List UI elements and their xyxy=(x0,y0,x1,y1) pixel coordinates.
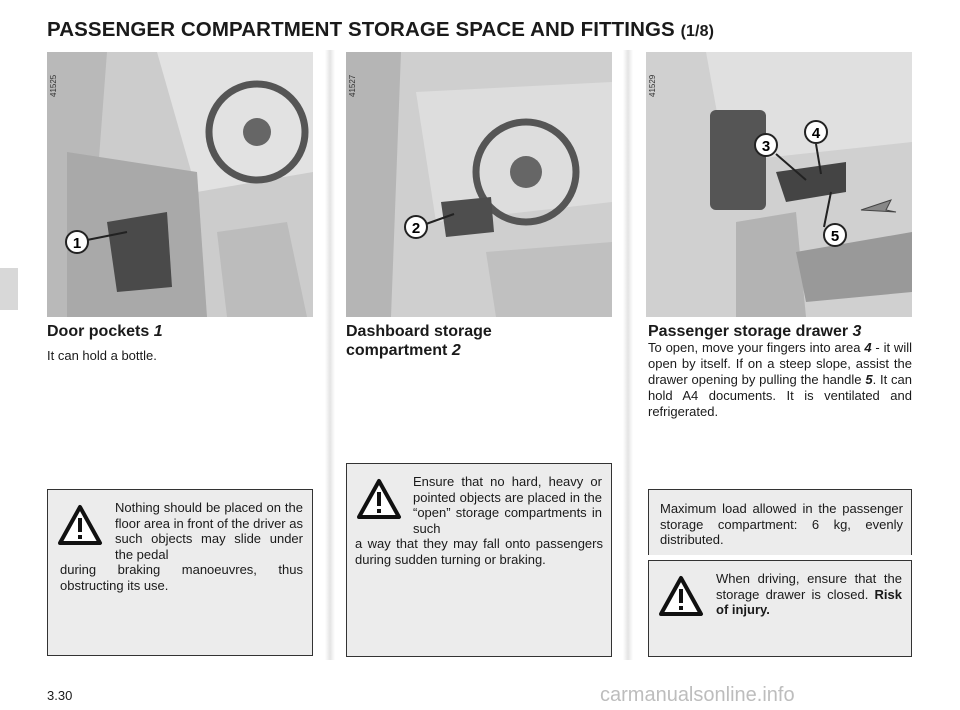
warning-box-drawer: When driving, ensure that the storage dr… xyxy=(648,560,912,657)
warning-triangle-icon xyxy=(58,505,102,545)
heading-passenger-drawer: Passenger storage drawer 3 xyxy=(648,323,862,340)
callout-3: 3 xyxy=(762,138,770,155)
door-pockets-text: It can hold a bottle. xyxy=(47,348,157,363)
warning-open-storage-lead: Ensure that no hard, heavy or pointed ob… xyxy=(413,474,602,536)
page-title: PASSENGER COMPARTMENT STORAGE SPACE AND … xyxy=(47,18,714,42)
column-gutter-right xyxy=(623,50,633,660)
callout-1: 1 xyxy=(73,235,81,252)
warning-box-open-storage: Ensure that no hard, heavy or pointed ob… xyxy=(346,463,612,657)
ref-handle-5: 5 xyxy=(865,372,873,387)
callout-4: 4 xyxy=(812,125,821,142)
warning-floor-lead: Nothing should be placed on the floor ar… xyxy=(115,500,303,562)
watermark: carmanualsonline.info xyxy=(600,684,795,706)
warning-triangle-icon xyxy=(357,479,401,519)
figure-door-pocket: 41525 1 xyxy=(47,52,313,317)
column-gutter-left xyxy=(325,50,335,660)
warning-triangle-icon xyxy=(659,576,703,616)
ref-area-4: 4 xyxy=(864,340,872,355)
load-note-box: Maximum load allowed in the pas­senger s… xyxy=(648,489,912,555)
warning-open-storage-tail: a way that they may fall onto pas­senger… xyxy=(355,536,603,567)
title-main: PASSENGER COMPARTMENT STORAGE SPACE AND … xyxy=(47,18,675,41)
callout-2: 2 xyxy=(412,220,420,237)
risk-of-injury: Risk of injury. xyxy=(716,586,902,618)
page-number: 3.30 xyxy=(47,688,73,703)
section-tab xyxy=(0,268,18,310)
heading-door-pockets: Door pockets 1 xyxy=(47,323,163,340)
passenger-drawer-text: To open, move your fingers into area 4 -… xyxy=(648,340,912,419)
warning-drawer-text: When driving, ensure that the storage dr… xyxy=(716,571,902,618)
heading-dashboard-storage: Dashboard storage compartment 2 xyxy=(346,323,492,359)
title-page-ref: (1/8) xyxy=(680,23,715,40)
figure-passenger-drawer: 41529 3 4 5 xyxy=(646,52,912,317)
callout-5: 5 xyxy=(831,228,839,245)
warning-box-floor: Nothing should be placed on the floor ar… xyxy=(47,489,313,656)
load-note-text: Maximum load allowed in the pas­senger s… xyxy=(660,501,903,547)
warning-floor-tail: during braking manoeuvres, thus obstruct… xyxy=(60,562,303,593)
figure-dashboard-storage: 41527 2 xyxy=(346,52,612,317)
